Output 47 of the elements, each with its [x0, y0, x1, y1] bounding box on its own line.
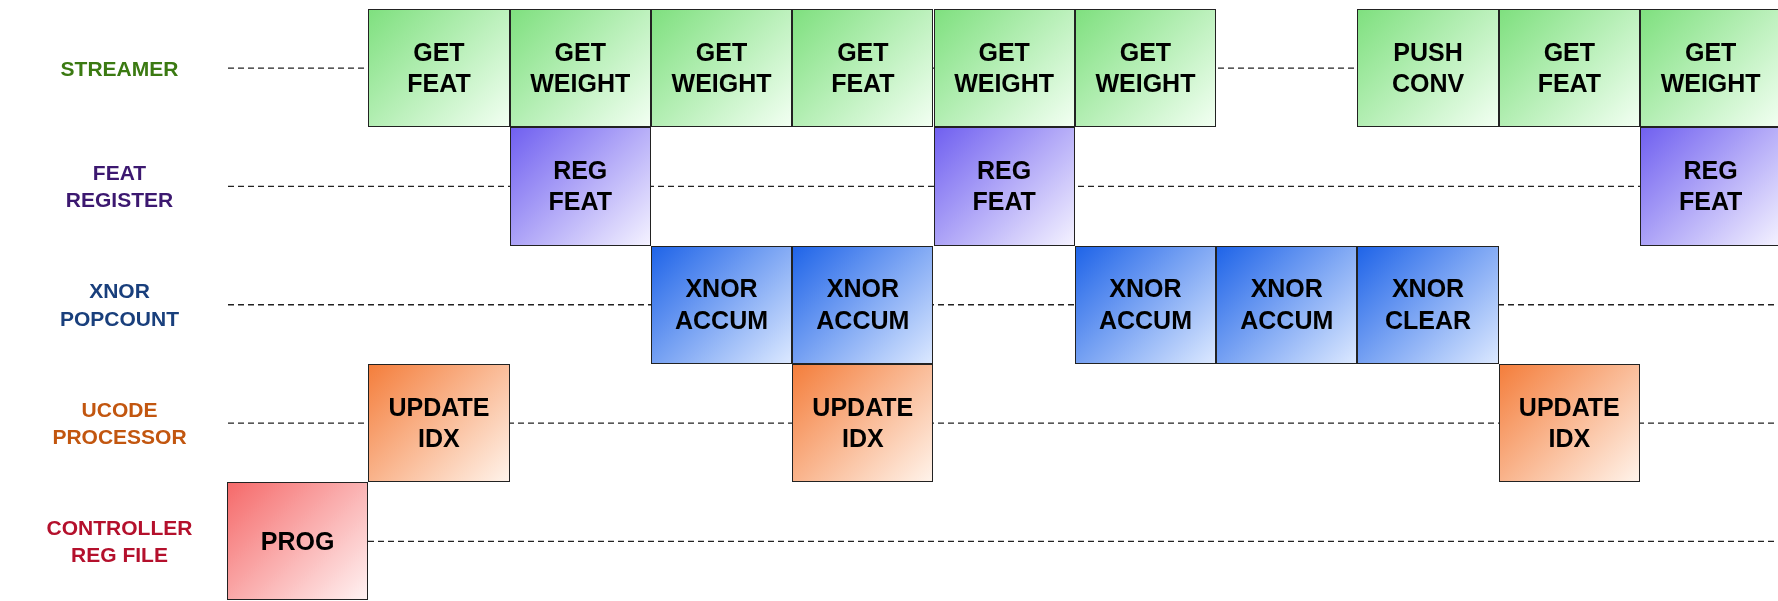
stage-label: PUSH CONV — [1391, 36, 1465, 100]
pipeline-stage-box — [1498, 363, 1640, 483]
pipeline-stage-box — [1357, 9, 1499, 128]
pipeline-stage-box — [933, 127, 1075, 246]
lane-label: STREAMER — [59, 55, 180, 82]
stage-label: GET FEAT — [831, 36, 895, 100]
stage-label: REG FEAT — [1678, 155, 1743, 218]
stage-label: GET WEIGHT — [671, 36, 772, 100]
stage-label: REG FEAT — [548, 155, 612, 218]
pipeline-stage-box — [368, 9, 510, 128]
stage-label: GET WEIGHT — [530, 36, 631, 100]
stage-label: PROG — [260, 525, 335, 557]
pipeline-stage-box — [1640, 9, 1778, 128]
stage-label: GET WEIGHT — [954, 36, 1055, 100]
stage-label: UPDATE IDX — [1518, 391, 1620, 455]
pipeline-stage-box — [368, 363, 510, 483]
stage-label: GET WEIGHT — [1095, 36, 1196, 100]
stage-label: XNOR ACCUM — [1240, 273, 1334, 336]
stage-label: UPDATE IDX — [812, 391, 914, 455]
stage-label: GET FEAT — [407, 36, 471, 100]
pipeline-stage-box — [509, 9, 651, 128]
stage-label: GET WEIGHT — [1660, 36, 1761, 100]
pipeline-stage-box — [792, 9, 934, 128]
pipeline-stage-box — [650, 9, 793, 128]
pipeline-stage-box — [792, 363, 934, 483]
pipeline-stage-box — [933, 9, 1075, 128]
lane-label: CONTROLLER REG FILE — [45, 515, 194, 569]
stage-label: XNOR CLEAR — [1385, 273, 1472, 336]
pipeline-stage-box — [650, 245, 793, 364]
pipeline-stage-box — [1498, 9, 1640, 128]
stage-label: XNOR ACCUM — [1098, 273, 1192, 336]
stage-label: GET FEAT — [1537, 36, 1602, 100]
pipeline-stage-box — [509, 127, 651, 246]
lane-label: FEAT REGISTER — [64, 160, 175, 214]
lane-label: XNOR POPCOUNT — [59, 278, 180, 332]
stage-label: UPDATE IDX — [388, 391, 490, 455]
stage-label: REG FEAT — [972, 155, 1036, 218]
pipeline-stage-box — [1640, 127, 1778, 246]
stage-label: XNOR ACCUM — [816, 273, 910, 336]
pipeline-stage-box — [1074, 245, 1217, 364]
pipeline-stage-box — [1216, 245, 1358, 364]
pipeline-stage-box — [1074, 9, 1217, 128]
pipeline-stage-box — [227, 482, 369, 601]
stage-label: XNOR ACCUM — [675, 273, 769, 336]
lane-label: UCODE PROCESSOR — [51, 396, 188, 451]
pipeline-stage-box — [1357, 245, 1499, 364]
pipeline-stage-box — [792, 245, 934, 364]
